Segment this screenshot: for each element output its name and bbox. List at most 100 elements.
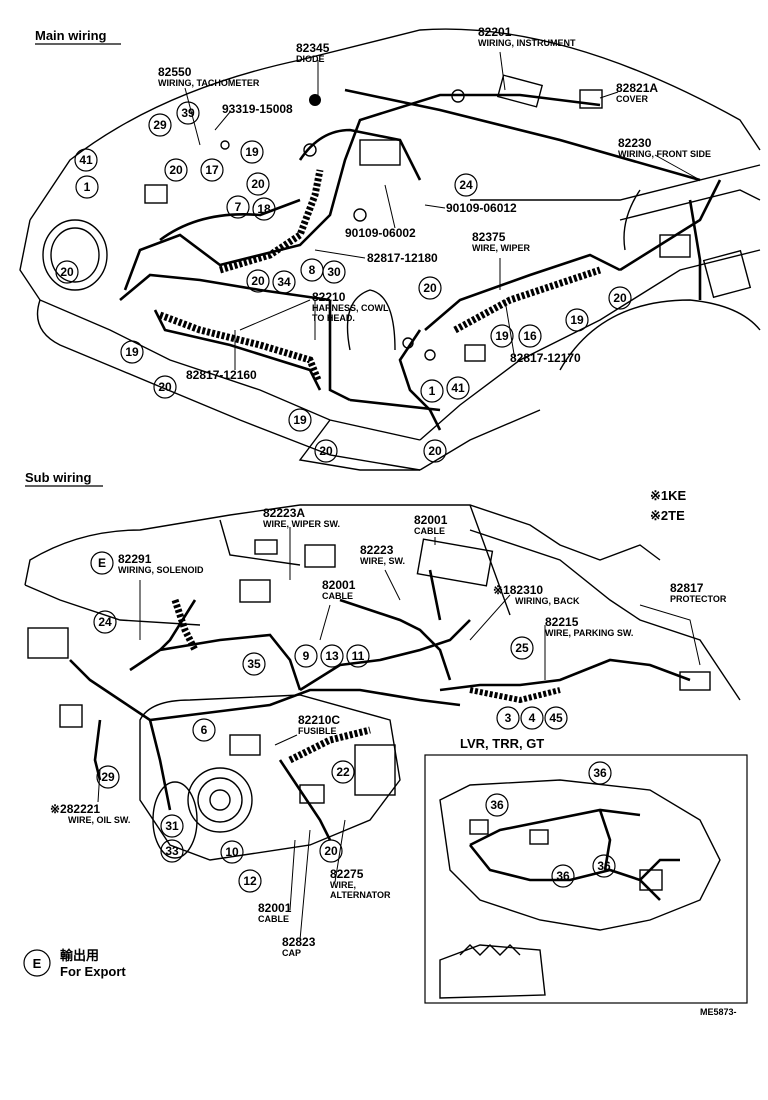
part-82230-num: 82230 [618, 136, 652, 150]
svg-text:10: 10 [225, 845, 239, 859]
svg-text:1: 1 [84, 180, 91, 194]
svg-text:24: 24 [459, 178, 473, 192]
svg-text:36: 36 [597, 859, 611, 873]
callout-12: 12 [238, 869, 262, 893]
svg-text:4: 4 [529, 711, 536, 725]
callout-22: 22 [331, 760, 355, 784]
export-legend: E 輸出用 For Export [23, 948, 126, 979]
callout-36-b: 36 [485, 793, 509, 817]
part-82375-num: 82375 [472, 230, 506, 244]
callout-18: 18 [252, 197, 276, 221]
part-82201-num: 82201 [478, 25, 512, 39]
callout-11: 11 [346, 644, 370, 668]
part-82210C-desc: FUSIBLE [298, 726, 337, 736]
callout-20-b: 20 [246, 172, 270, 196]
callout-29: 29 [148, 113, 172, 137]
main-car-body [19, 28, 761, 471]
callout-34: 34 [272, 270, 296, 294]
main-labels: Main wiring 82201 WIRING, INSTRUMENT 823… [35, 25, 711, 382]
part-82821A-num: 82821A [616, 81, 658, 95]
svg-text:20: 20 [60, 265, 74, 279]
callout-35: 35 [242, 652, 266, 676]
part-82817-12180-num: 82817-12180 [367, 251, 438, 265]
callout-1-b: 1 [420, 379, 444, 403]
callout-3: 3 [496, 706, 520, 730]
part-82001-b-num: 82001 [322, 578, 356, 592]
part-82223-desc: WIRE, SW. [360, 556, 405, 566]
svg-text:36: 36 [593, 766, 607, 780]
svg-text:3: 3 [505, 711, 512, 725]
svg-text:34: 34 [277, 275, 291, 289]
svg-text:19: 19 [245, 145, 259, 159]
callout-24-a: 24 [454, 173, 478, 197]
export-jp: 輸出用 [60, 948, 99, 963]
svg-text:1: 1 [429, 384, 436, 398]
part-82001-a-desc: CABLE [414, 526, 445, 536]
callout-19-c: 19 [565, 308, 589, 332]
callout-29-b: 29 [96, 765, 120, 789]
part-82345-num: 82345 [296, 41, 330, 55]
main-wiring-title: Main wiring [35, 28, 107, 43]
svg-text:20: 20 [324, 844, 338, 858]
callout-8: 8 [300, 258, 324, 282]
callout-39: 39 [176, 101, 200, 125]
svg-text:41: 41 [79, 153, 93, 167]
callout-20-g: 20 [153, 375, 177, 399]
part-82215-desc: WIRE, PARKING SW. [545, 628, 633, 638]
svg-text:19: 19 [495, 329, 509, 343]
svg-text:29: 29 [153, 118, 167, 132]
export-en: For Export [60, 964, 126, 979]
callout-45: 45 [544, 706, 568, 730]
callout-36-c: 36 [592, 854, 616, 878]
callout-19-a: 19 [240, 140, 264, 164]
svg-text:7: 7 [235, 200, 242, 214]
svg-text:19: 19 [570, 313, 584, 327]
svg-text:20: 20 [169, 163, 183, 177]
svg-text:20: 20 [428, 444, 442, 458]
svg-text:12: 12 [243, 874, 257, 888]
sub-wiring-title: Sub wiring [25, 470, 92, 485]
part-82550-num: 82550 [158, 65, 192, 79]
part-82817-12170-num: 82817-12170 [510, 351, 581, 365]
main-callouts: 41 1 29 39 20 17 19 20 7 18 24 20 20 34 … [55, 101, 632, 463]
part-82210-desc2: TO HEAD. [312, 313, 355, 323]
svg-text:18: 18 [257, 202, 271, 216]
sub-harness [69, 569, 691, 841]
callout-33: 33 [160, 839, 184, 863]
part-82201-desc: WIRING, INSTRUMENT [478, 38, 576, 48]
callout-19-b: 19 [490, 324, 514, 348]
part-82821A-desc: COVER [616, 94, 649, 104]
svg-text:9: 9 [303, 649, 310, 663]
callout-20-a: 20 [164, 158, 188, 182]
part-82817-desc: PROTECTOR [670, 594, 727, 604]
part-90109-06012-num: 90109-06012 [446, 201, 517, 215]
part-82001-c-num: 82001 [258, 901, 292, 915]
callout-4: 4 [520, 706, 544, 730]
callout-9: 9 [294, 644, 318, 668]
svg-text:22: 22 [336, 765, 350, 779]
svg-text:E: E [98, 556, 106, 570]
svg-text:19: 19 [125, 345, 139, 359]
part-82291-desc: WIRING, SOLENOID [118, 565, 204, 575]
main-leaders [184, 51, 701, 370]
svg-text:25: 25 [515, 641, 529, 655]
svg-text:36: 36 [490, 798, 504, 812]
svg-text:31: 31 [165, 819, 179, 833]
callout-20-d: 20 [246, 269, 270, 293]
callout-6: 6 [192, 718, 216, 742]
note-te: ※2TE [650, 508, 685, 523]
part-82275-desc1: WIRE, [330, 880, 356, 890]
callout-1-a: 1 [75, 175, 99, 199]
part-90109-06002-num: 90109-06002 [345, 226, 416, 240]
part-82310-desc: WIRING, BACK [515, 596, 580, 606]
part-82001-a-num: 82001 [414, 513, 448, 527]
callout-20-e: 20 [418, 276, 442, 300]
reference-number: ME5873- [700, 1007, 737, 1017]
part-82221-desc: WIRE, OIL SW. [68, 815, 130, 825]
callout-20-f: 20 [608, 286, 632, 310]
callout-e-solenoid: E [90, 551, 114, 575]
part-82230-desc: WIRING, FRONT SIDE [618, 149, 711, 159]
svg-text:20: 20 [251, 177, 265, 191]
part-82221-num: ※282221 [50, 802, 100, 816]
